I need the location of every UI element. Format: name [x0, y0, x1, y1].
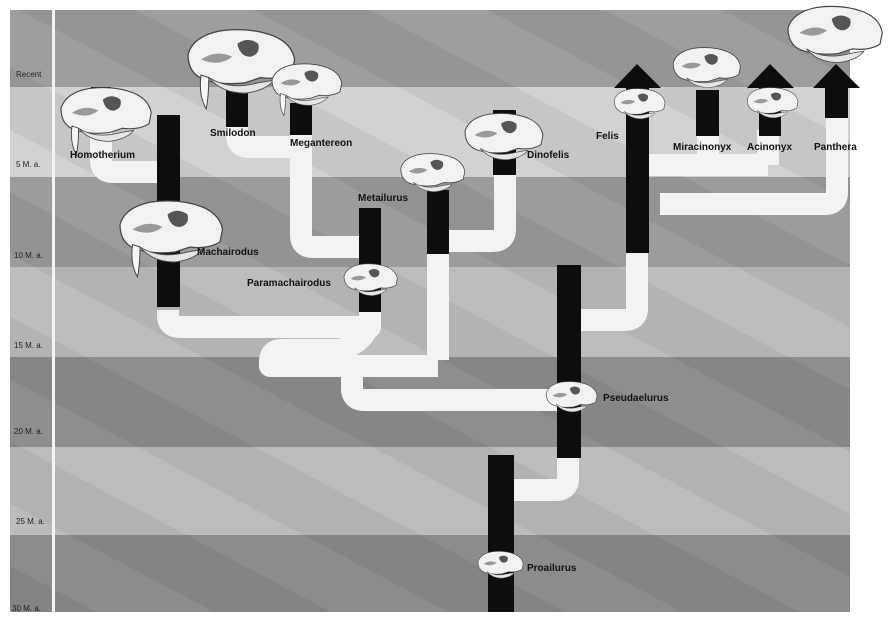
lineage-panthera	[825, 88, 848, 118]
taxon-labels: Homotherium Smilodon Megantereon Machair…	[70, 128, 857, 574]
lineage-pseudaelurus	[557, 265, 581, 458]
skull-paramachairodus-icon	[343, 263, 398, 296]
skull-acinonyx-icon	[746, 87, 799, 119]
skull-illustrations	[60, 5, 883, 579]
skull-dinofelis-icon	[464, 112, 544, 161]
label-pseudaelurus: Pseudaelurus	[603, 393, 669, 404]
lineage-metailurus	[427, 190, 449, 254]
label-machairodus: Machairodus	[197, 247, 259, 258]
label-homotherium: Homotherium	[70, 150, 135, 161]
connector-root-machairodontinae	[341, 370, 568, 411]
connector-mach-group	[259, 304, 438, 377]
skull-miracinonyx-icon	[672, 47, 741, 89]
arrow-felis-icon	[614, 64, 661, 88]
label-dinofelis: Dinofelis	[527, 150, 570, 161]
tick-label-recent: Recent	[16, 70, 42, 79]
skull-felis-icon	[613, 88, 666, 120]
connector-megantereon	[290, 135, 370, 258]
label-miracinonyx: Miracinonyx	[673, 142, 732, 153]
skull-machairodus-icon	[119, 200, 224, 279]
connector-smilodon	[226, 124, 301, 158]
tick-label-25ma: 25 M. a.	[16, 517, 45, 526]
label-proailurus: Proailurus	[527, 563, 577, 574]
label-panthera: Panthera	[814, 142, 857, 153]
label-smilodon: Smilodon	[210, 128, 256, 139]
connector-homotherium	[90, 130, 168, 183]
tick-label-10ma: 10 M. a.	[14, 251, 43, 260]
skull-homotherium-icon	[60, 87, 152, 156]
tick-label-15ma: 15 M. a.	[14, 341, 43, 350]
time-axis-labels: Recent 5 M. a. 10 M. a. 15 M. a. 20 M. a…	[12, 70, 45, 613]
connector-dinofelis	[438, 170, 516, 252]
skull-pseudaelurus-icon	[545, 381, 598, 413]
lineage-miracinonyx	[696, 90, 719, 136]
skull-smilodon-icon	[187, 29, 296, 111]
branch-connectors	[90, 115, 848, 501]
connector-machairodus	[157, 304, 381, 338]
lineage-smilodon	[226, 87, 248, 127]
living-arrows	[614, 64, 860, 88]
label-paramachairodus: Paramachairodus	[247, 278, 331, 289]
connector-proailurus	[503, 455, 579, 501]
lineage-megantereon	[290, 103, 312, 135]
skull-metailurus-icon	[400, 153, 466, 193]
lineage-paramachairodus	[359, 208, 381, 312]
lineage-felis	[626, 88, 649, 253]
connector-felis	[568, 250, 648, 331]
skull-proailurus-icon	[477, 551, 524, 579]
label-felis: Felis	[596, 131, 619, 142]
tick-label-20ma: 20 M. a.	[14, 427, 43, 436]
tick-label-5ma: 5 M. a.	[16, 160, 40, 169]
time-axis-line	[52, 10, 55, 612]
connector-panthera	[660, 115, 848, 215]
skull-megantereon-icon	[271, 63, 343, 117]
label-megantereon: Megantereon	[290, 138, 352, 149]
arrow-panthera-icon	[813, 64, 860, 88]
arrow-acinonyx-icon	[747, 64, 794, 88]
label-acinonyx: Acinonyx	[747, 142, 792, 153]
lineage-proailurus	[488, 455, 514, 612]
tick-label-30ma: 30 M. a.	[12, 604, 41, 613]
skull-panthera-icon	[787, 5, 883, 64]
label-metailurus: Metailurus	[358, 193, 408, 204]
